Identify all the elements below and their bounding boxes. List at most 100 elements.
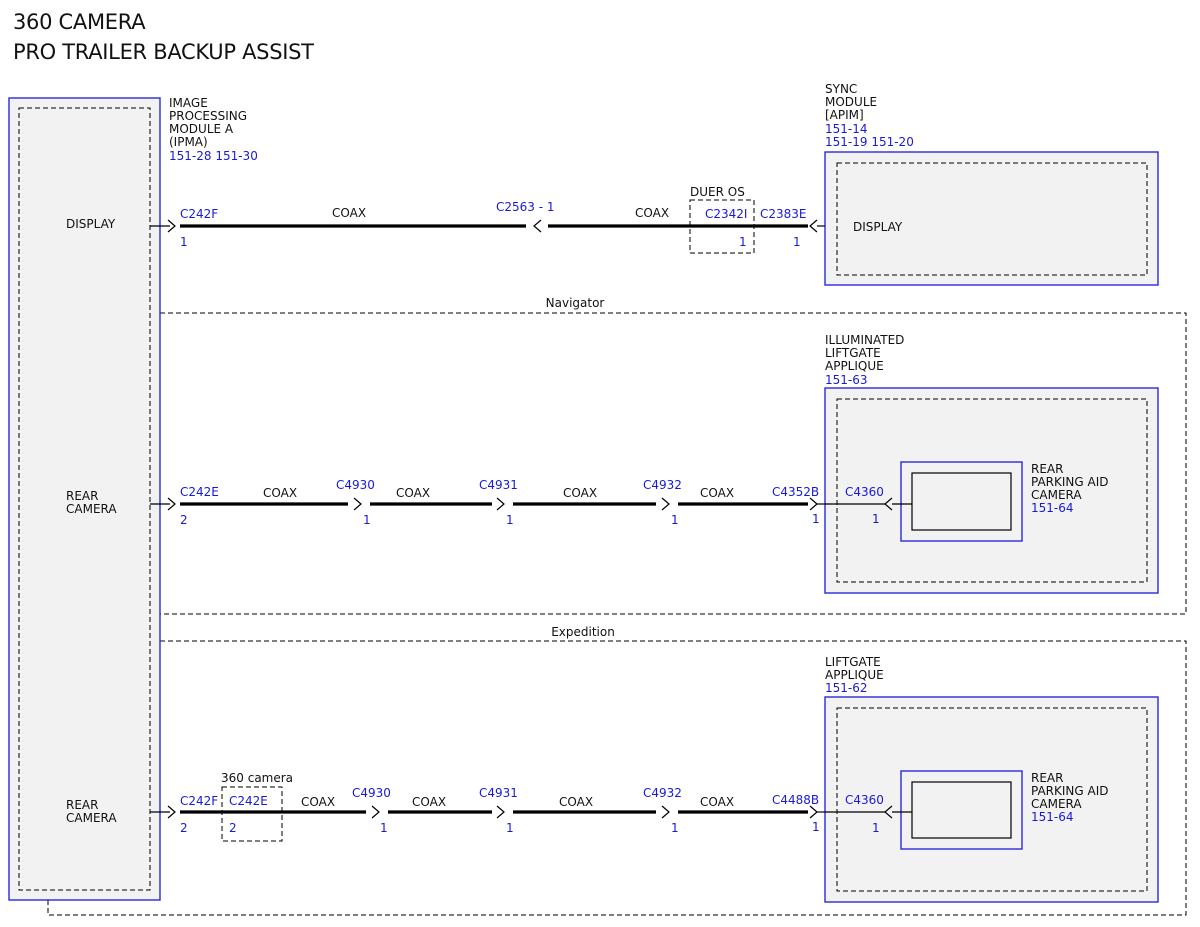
ipma-rear-camera-label-4: CAMERA <box>66 811 117 825</box>
cam360-label: 360 camera <box>221 771 293 785</box>
nav-c3: C4931 <box>479 478 518 492</box>
duer-os-label: DUER OS <box>690 185 745 199</box>
nav-coax-4: COAX <box>700 486 734 500</box>
exp-camera-outline <box>900 770 1023 850</box>
display-c3-pin: 1 <box>739 235 747 249</box>
ipma-rear-camera-label-3: REAR <box>66 798 98 812</box>
navigator-section-box <box>47 312 1187 615</box>
sync-ref-1: 151-14 <box>825 122 868 136</box>
exp-camera-icon <box>911 781 1012 839</box>
expedition-section-label: Expedition <box>551 625 615 639</box>
diagram-title: 360 CAMERA <box>13 10 146 34</box>
nav-camera-3: CAMERA <box>1031 488 1082 502</box>
exp-applique-ref: 151-62 <box>825 681 868 695</box>
exp-applique-module <box>824 696 1159 903</box>
connector-c2563-symbol <box>533 219 542 233</box>
nav-coax-3: COAX <box>563 486 597 500</box>
display-c4-pin: 1 <box>793 235 801 249</box>
exp-coax-2: COAX <box>412 795 446 809</box>
sync-name-3: [APIM] <box>825 108 864 122</box>
exp-c1-pin: 2 <box>180 821 188 835</box>
exp-c1b-pin: 2 <box>229 821 237 835</box>
exp-camera-3: CAMERA <box>1031 797 1082 811</box>
duer-os-box <box>689 199 755 254</box>
exp-c4-pin: 1 <box>671 821 679 835</box>
nav-camera-outline <box>900 461 1023 542</box>
exp-c1b: C242E <box>229 794 268 808</box>
exp-c2-pin: 1 <box>380 821 388 835</box>
exp-applique-2: APPLIQUE <box>825 668 884 682</box>
ipma-display-label: DISPLAY <box>66 217 116 231</box>
nav-coax-1: COAX <box>263 486 297 500</box>
exp-coax-1: COAX <box>301 795 335 809</box>
display-circuit <box>150 199 825 254</box>
sync-display-label: DISPLAY <box>853 220 903 234</box>
ipma-inner-box <box>18 107 151 891</box>
exp-coax-4: COAX <box>700 795 734 809</box>
nav-camera-icon <box>911 472 1012 531</box>
sync-name-1: SYNC <box>825 82 857 96</box>
connector-c242f-symbol <box>167 219 176 233</box>
diagram-subtitle: PRO TRAILER BACKUP ASSIST <box>13 40 314 64</box>
nav-camera-1: REAR <box>1031 462 1063 476</box>
sync-module: DISPLAY <box>824 151 1159 286</box>
nav-applique-module <box>824 387 1159 594</box>
nav-c2: C4930 <box>336 478 375 492</box>
display-c1-pin: 1 <box>180 235 188 249</box>
nav-c5: C4352B <box>772 485 819 499</box>
ipma-outline <box>8 97 161 901</box>
sync-ref-2: 151-19 151-20 <box>825 135 914 149</box>
exp-applique-1: LIFTGATE <box>825 655 881 669</box>
ipma-refs: 151-28 151-30 <box>169 149 258 163</box>
ipma-name-3: MODULE A <box>169 122 234 136</box>
nav-c6: C4360 <box>845 485 884 499</box>
nav-c6-pin: 1 <box>872 512 880 526</box>
display-c1: C242F <box>180 207 218 221</box>
exp-c3-pin: 1 <box>506 821 514 835</box>
ipma-name-2: PROCESSING <box>169 109 247 123</box>
exp-coax-3: COAX <box>559 795 593 809</box>
ipma-module: DISPLAY REAR CAMERA REAR CAMERA <box>8 97 161 901</box>
expedition-circuit <box>150 786 912 842</box>
ipma-name-4: (IPMA) <box>169 135 208 149</box>
exp-c4: C4932 <box>643 786 682 800</box>
exp-camera-1: REAR <box>1031 771 1063 785</box>
nav-applique-inner <box>836 398 1148 583</box>
nav-c5-pin: 1 <box>812 512 820 526</box>
nav-applique-3: APPLIQUE <box>825 359 884 373</box>
exp-c2: C4930 <box>352 786 391 800</box>
nav-applique-1: ILLUMINATED <box>825 333 904 347</box>
nav-c4-pin: 1 <box>671 513 679 527</box>
sync-outline <box>824 151 1159 286</box>
nav-camera-ref: 151-64 <box>1031 501 1074 515</box>
sync-inner-box <box>836 162 1148 276</box>
nav-camera-2: PARKING AID <box>1031 475 1109 489</box>
cam360-box <box>221 786 283 842</box>
exp-c6: C4360 <box>845 793 884 807</box>
exp-c5: C4488B <box>772 793 819 807</box>
navigator-section-label: Navigator <box>546 296 605 310</box>
nav-c4: C4932 <box>643 478 682 492</box>
nav-c2-pin: 1 <box>363 513 371 527</box>
ipma-rear-camera-label-1: REAR <box>66 489 98 503</box>
exp-applique-inner <box>836 707 1148 892</box>
connector-c2383e-symbol <box>809 219 818 233</box>
nav-applique-ref: 151-63 <box>825 373 868 387</box>
nav-coax-2: COAX <box>396 486 430 500</box>
exp-camera-ref: 151-64 <box>1031 810 1074 824</box>
nav-c1: C242E <box>180 485 219 499</box>
nav-c1-pin: 2 <box>180 513 188 527</box>
navigator-circuit <box>150 497 912 511</box>
display-c2: C2563 - 1 <box>496 200 555 214</box>
ipma-rear-camera-label-2: CAMERA <box>66 502 117 516</box>
display-c3: C2342I <box>705 207 747 221</box>
display-c4: C2383E <box>760 207 807 221</box>
exp-c1: C242F <box>180 794 218 808</box>
exp-camera-2: PARKING AID <box>1031 784 1109 798</box>
ipma-name-1: IMAGE <box>169 96 208 110</box>
display-coax-2: COAX <box>635 206 669 220</box>
exp-c5-pin: 1 <box>812 820 820 834</box>
display-coax-1: COAX <box>332 206 366 220</box>
